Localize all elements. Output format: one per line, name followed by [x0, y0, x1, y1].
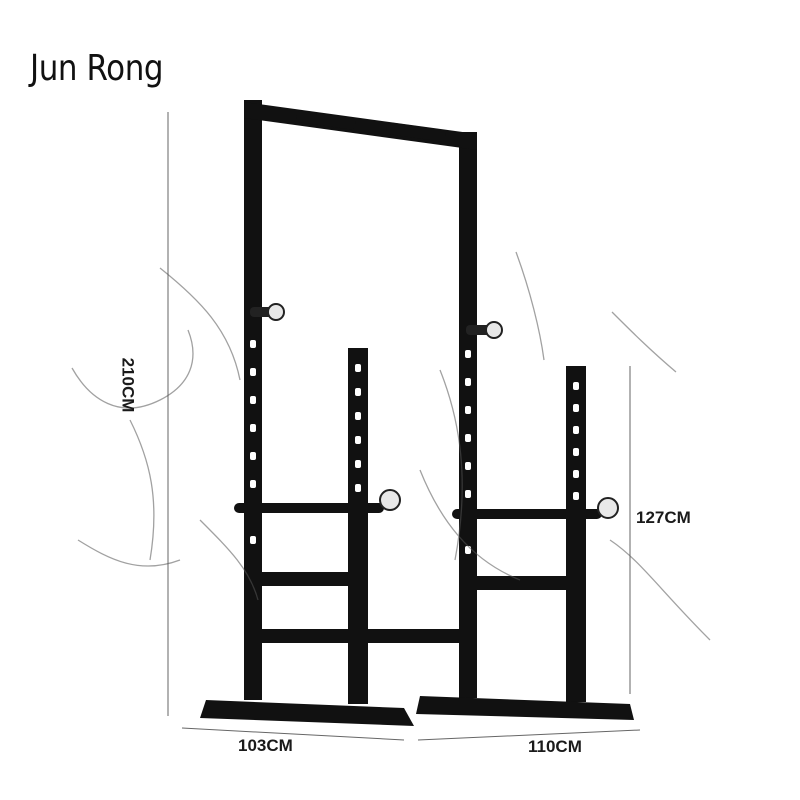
side-crossbar-right — [477, 576, 566, 590]
width-guide-line-right — [417, 729, 641, 741]
total-height-label: 210CM — [118, 357, 138, 413]
rear-upright-holes — [250, 340, 471, 554]
safety-bar-right — [452, 509, 602, 519]
j-hooks — [250, 303, 503, 339]
safety-bar-right-end — [597, 497, 619, 519]
safety-bar-left-end — [379, 489, 401, 511]
watermark-scribble — [71, 251, 711, 641]
front-upright-left — [348, 348, 368, 704]
front-upright-holes — [355, 364, 579, 500]
width-guide-line-left — [181, 727, 405, 741]
base-foot-left — [200, 700, 414, 726]
side-crossbar-left — [262, 572, 348, 586]
rear-upright-right — [459, 132, 477, 698]
front-depth-label: 103CM — [238, 736, 293, 755]
grip-pad-left — [296, 110, 356, 130]
front-upright-right — [566, 366, 586, 702]
safety-bars — [234, 489, 619, 519]
grip-pad-right — [386, 122, 446, 142]
rack-height-label: 127CM — [636, 508, 691, 527]
pull-up-bar — [244, 102, 477, 150]
base-foot-right — [416, 696, 634, 720]
safety-bar-left — [234, 503, 384, 513]
side-depth-label: 110CM — [528, 737, 582, 756]
brand-logo-text: Jun Rong — [30, 48, 164, 89]
front-frame — [200, 348, 634, 726]
